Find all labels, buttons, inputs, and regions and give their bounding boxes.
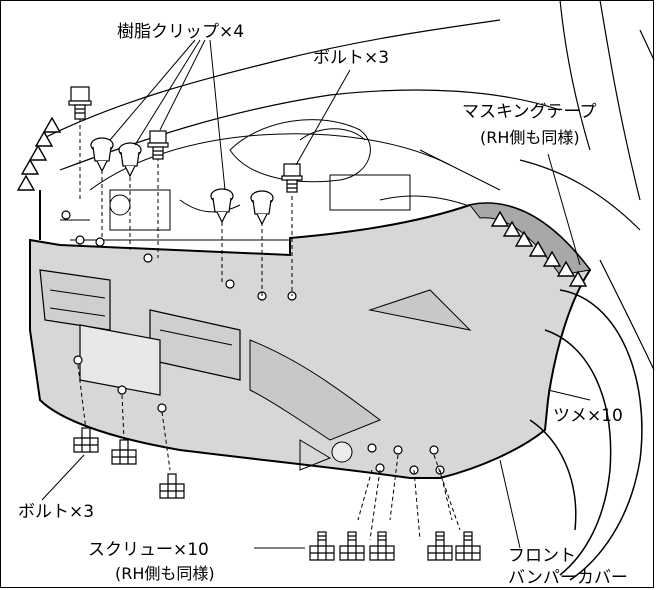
front-wheel bbox=[529, 289, 643, 581]
top-bolt-label: ボルト×3 bbox=[313, 48, 390, 68]
front-bumper-cover bbox=[29, 202, 592, 479]
masking-tape-note: (RH側も同様) bbox=[480, 128, 580, 147]
screw-icon bbox=[309, 531, 481, 561]
tab-label: ツメ×10 bbox=[553, 406, 623, 426]
part-label-line1: フロント bbox=[508, 546, 576, 566]
leader-lines bbox=[41, 39, 591, 549]
bolt-icon bbox=[68, 86, 303, 193]
guide-lines bbox=[77, 118, 461, 541]
screw-note: (RH側も同様) bbox=[115, 564, 215, 583]
bottom-bolt-icon bbox=[73, 427, 185, 499]
part-label-line2: バンパーカバー bbox=[508, 568, 628, 588]
bottom-bolt-label: ボルト×3 bbox=[18, 502, 95, 522]
fastener-holes bbox=[61, 210, 445, 475]
resin-clip-icon bbox=[90, 137, 274, 226]
resin-clip-label: 樹脂クリップ×4 bbox=[117, 22, 245, 42]
masking-tape-marks-left bbox=[16, 116, 62, 240]
masking-tape-label: マスキングテープ bbox=[462, 102, 597, 122]
screw-label: スクリュー×10 bbox=[88, 540, 209, 560]
masking-tape-marks-right bbox=[490, 210, 588, 287]
